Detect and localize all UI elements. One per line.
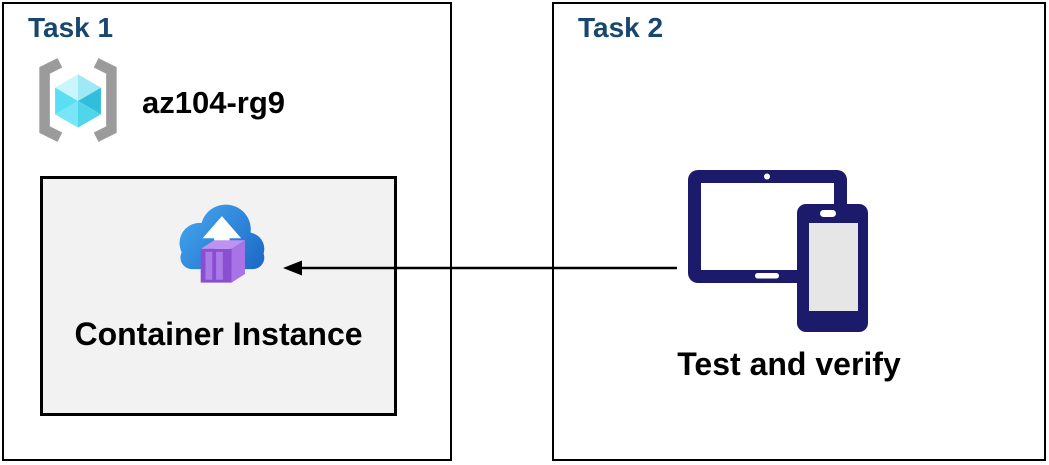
container-instance-box: Container Instance <box>40 176 397 416</box>
task2-box: Task 2 Test and verify <box>552 2 1046 461</box>
container-instance-icon <box>166 193 272 304</box>
container-instance-label: Container Instance <box>74 316 363 352</box>
task2-title: Task 2 <box>578 12 664 43</box>
connector-arrow <box>283 260 677 276</box>
task1-title: Task 1 <box>28 12 114 43</box>
resource-group-icon <box>30 58 126 147</box>
resource-group-name: az104-rg9 <box>142 84 286 120</box>
task1-box: Task 1 az104-rg9 <box>2 2 452 461</box>
resource-group-row: az104-rg9 <box>30 58 285 147</box>
devices-icon <box>678 162 878 342</box>
devices-label: Test and verify <box>677 346 901 382</box>
